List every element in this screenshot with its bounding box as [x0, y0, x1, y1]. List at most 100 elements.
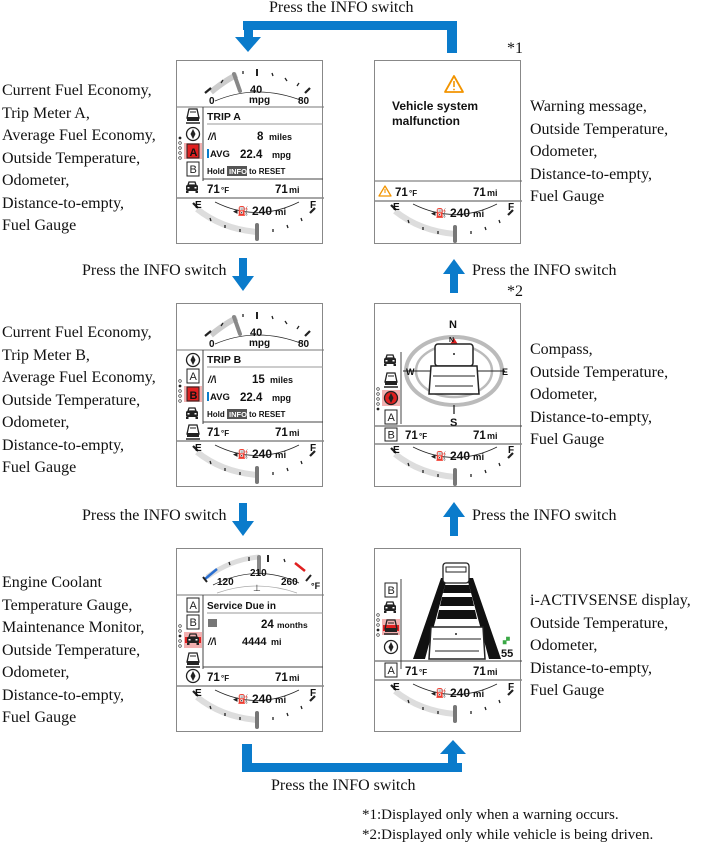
fuel-full: F — [310, 200, 316, 211]
desc-trip-a: Current Fuel Economy,Trip Meter A,Averag… — [2, 82, 156, 234]
maintenance-display: 120 210 260 °F ⊥ A B Service Due in 24 m… — [177, 554, 324, 729]
odo-unit: mi — [289, 673, 300, 683]
reset-text: to RESET — [249, 167, 286, 176]
fuel-empty: E — [195, 443, 202, 454]
avg-label: AVG — [210, 392, 230, 403]
west-label: W — [406, 367, 415, 377]
page-dots — [376, 387, 380, 411]
range-unit: mi — [473, 452, 484, 463]
info-key: INFO — [229, 410, 247, 419]
compass-icon — [185, 668, 201, 684]
fuel-gauge — [192, 201, 316, 241]
screen-compass: N N S E W A B 71 °F 71 mi — [374, 303, 522, 487]
range-unit: mi — [473, 689, 484, 700]
press-info-label-right-upper: Press the INFO switch — [472, 262, 617, 279]
east-label: E — [502, 367, 508, 377]
odometer: 71 — [473, 430, 486, 442]
range-value: 240 — [450, 449, 470, 463]
arrow-up-right-upper — [443, 259, 465, 293]
car-rear-icon — [185, 652, 201, 668]
tab-b-selected: B — [190, 390, 198, 402]
fuel-pump-icon: ◂⛽ — [431, 450, 447, 461]
fuel-gauge — [390, 203, 514, 243]
fuel-pump-icon: ◂⛽ — [233, 205, 249, 216]
info-key: INFO — [229, 167, 247, 176]
fuel-full: F — [310, 688, 316, 699]
fuel-economy-gauge — [204, 312, 311, 345]
gauge-max: 260 — [281, 577, 298, 588]
range-unit: mi — [275, 450, 286, 461]
marker-compass: *2 — [507, 283, 523, 300]
gauge-max: 80 — [298, 339, 310, 350]
tab-b: B — [190, 164, 197, 176]
compass-icon — [185, 352, 201, 368]
fuel-economy-gauge — [204, 69, 311, 102]
odometer-icon: //\ — [207, 637, 217, 648]
fuel-empty: E — [393, 202, 400, 213]
lead-vehicle-icon — [442, 562, 470, 584]
temp-unit: °F — [221, 429, 229, 438]
avg-value: 22.4 — [240, 149, 263, 161]
warning-message-line1: Vehicle system — [392, 99, 478, 113]
car-rear-icon — [185, 424, 201, 440]
compass-display: N N S E W A B 71 °F 71 mi — [375, 319, 522, 486]
tab-a: A — [190, 371, 198, 383]
tab-a-selected: A — [190, 147, 198, 159]
footnote-1: *1:Displayed only when a warning occurs. — [362, 807, 619, 823]
car-front-icon — [383, 601, 397, 614]
desc-activsense: i-ACTIVSENSE display,Outside Temperature… — [530, 592, 691, 699]
coolant-icon: ⊥ — [253, 583, 261, 593]
fuel-gauge — [390, 446, 514, 486]
miles-unit: mi — [271, 637, 282, 647]
fuel-full: F — [508, 202, 514, 213]
car-rear-icon — [185, 108, 201, 124]
odometer: 71 — [275, 184, 288, 196]
page-dots — [178, 379, 182, 403]
compass-icon-selected — [388, 393, 394, 403]
car-front-icon — [185, 407, 199, 420]
trip-unit: miles — [270, 375, 293, 385]
odo-unit: mi — [289, 185, 300, 195]
outside-temp: 71 — [405, 666, 418, 678]
odometer: 71 — [275, 672, 288, 684]
speed-limit-icon: 🙾 — [502, 635, 510, 647]
outside-temp: 71 — [207, 427, 220, 439]
reset-text: to RESET — [249, 410, 286, 419]
fuel-full: F — [508, 445, 514, 456]
avg-label: AVG — [210, 149, 230, 160]
gauge-unit: mpg — [249, 95, 270, 106]
range-value: 240 — [450, 686, 470, 700]
fuel-gauge — [390, 683, 514, 723]
trip-icon: //\ — [207, 375, 217, 386]
odometer: 71 — [275, 427, 288, 439]
page-dots — [376, 613, 380, 637]
gauge-min: 0 — [209, 96, 215, 107]
hold-text: Hold — [207, 167, 225, 176]
odometer: 71 — [473, 666, 486, 678]
gauge-unit: °F — [311, 581, 321, 591]
gauge-mid: 40 — [250, 84, 262, 96]
compass-icon — [185, 126, 201, 142]
fuel-full: F — [310, 443, 316, 454]
tab-b: B — [190, 617, 197, 629]
odo-unit: mi — [487, 667, 498, 677]
desc-compass: Compass,Outside Temperature,Odometer,Dis… — [530, 341, 669, 448]
temp-unit: °F — [221, 186, 229, 195]
range-value: 240 — [252, 692, 272, 706]
fuel-pump-icon: ◂⛽ — [431, 687, 447, 698]
press-info-label-right-lower: Press the INFO switch — [472, 507, 617, 524]
gauge-max: 80 — [298, 96, 310, 107]
fuel-empty: E — [393, 682, 400, 693]
range-unit: mi — [473, 209, 484, 220]
fuel-gauge — [192, 689, 316, 729]
service-title: Service Due in — [207, 601, 276, 612]
gauge-min: 120 — [217, 577, 234, 588]
tab-a: A — [190, 600, 198, 612]
lane-display — [413, 562, 501, 660]
range-value: 240 — [252, 447, 272, 461]
car-front-icon — [383, 354, 397, 367]
range-unit: mi — [275, 207, 286, 218]
tab-a: A — [388, 412, 396, 424]
avg-unit: mpg — [272, 150, 291, 160]
